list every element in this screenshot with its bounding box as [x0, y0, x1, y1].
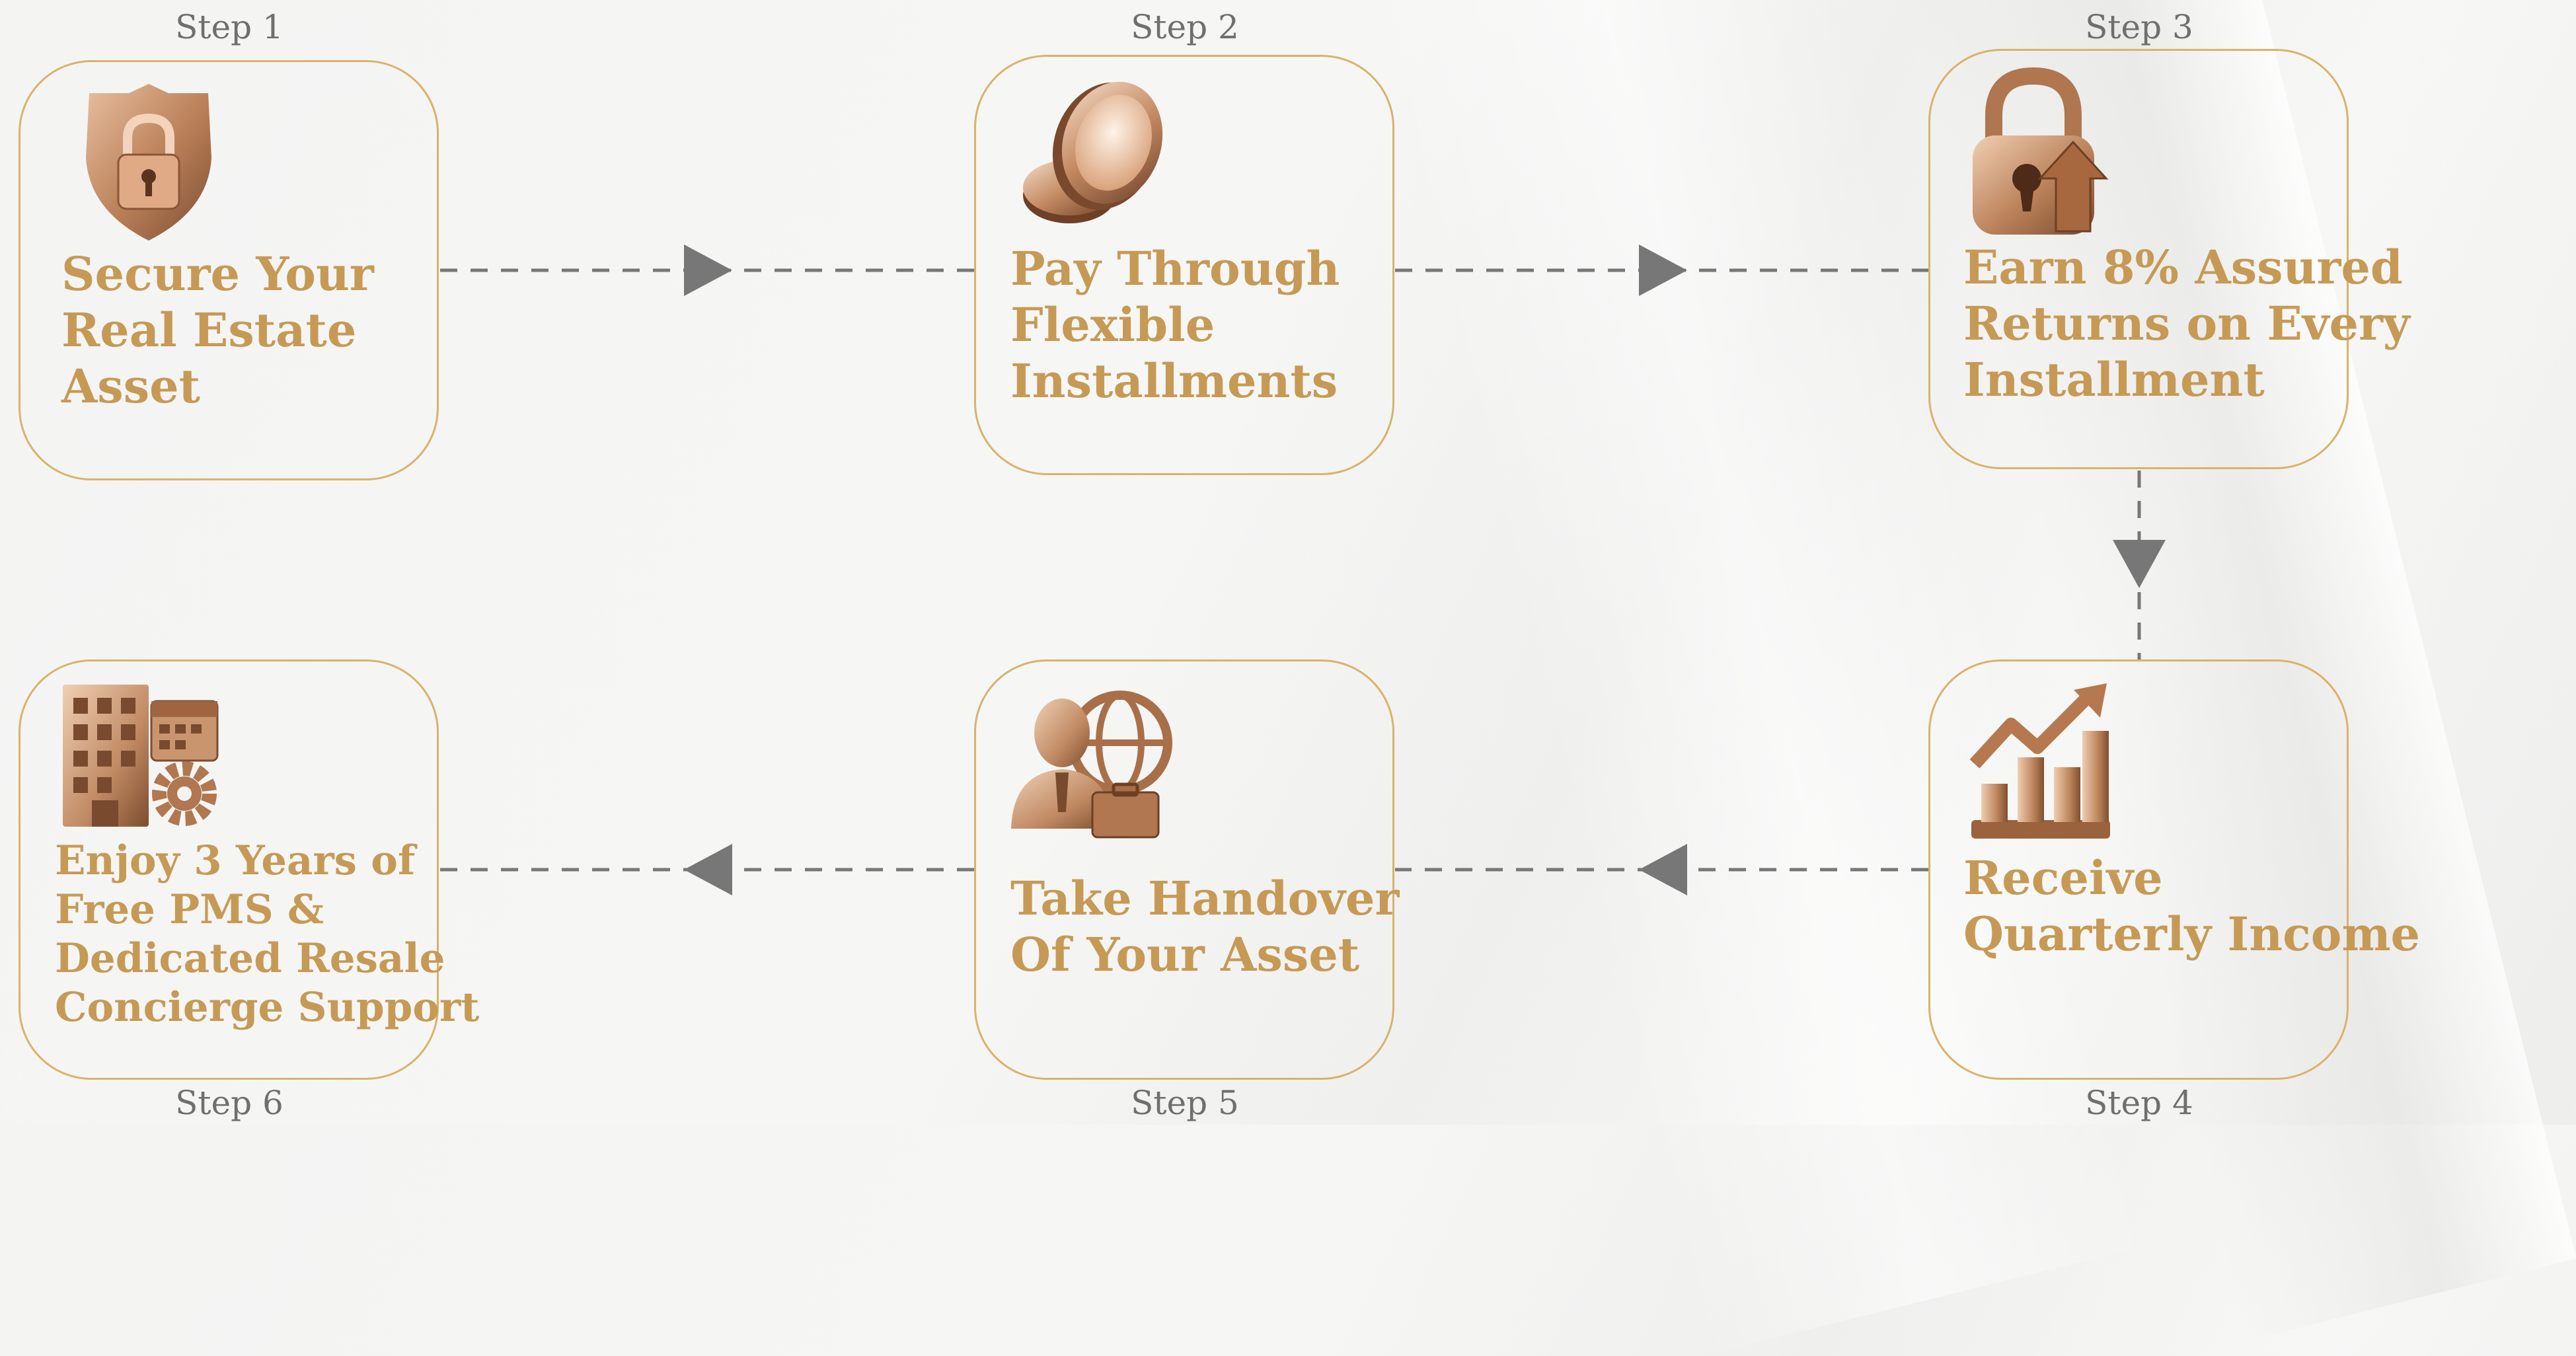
padlock-arrow-icon	[1973, 67, 2109, 235]
arrowhead-1-2	[684, 245, 732, 296]
step-4-label: Step 4	[2085, 1084, 2193, 1122]
arrowhead-3-4	[2113, 540, 2166, 588]
connectors	[440, 245, 2166, 895]
shield-lock-icon	[86, 84, 211, 241]
growth-chart-icon	[1969, 683, 2110, 839]
step-3-label: Step 3	[2085, 8, 2193, 46]
businessman-globe-icon	[1011, 691, 1172, 839]
step-5-label: Step 5	[1131, 1084, 1239, 1122]
arrowhead-2-3	[1639, 245, 1687, 296]
arrowhead-5-6	[684, 844, 732, 895]
step-2-label: Step 2	[1131, 8, 1239, 46]
arrowhead-4-5	[1639, 844, 1687, 895]
step-6-label: Step 6	[175, 1084, 284, 1122]
coin-icon	[1023, 81, 1163, 223]
building-calendar-gear-icon	[63, 685, 219, 827]
step-1-label: Step 1	[175, 8, 284, 46]
